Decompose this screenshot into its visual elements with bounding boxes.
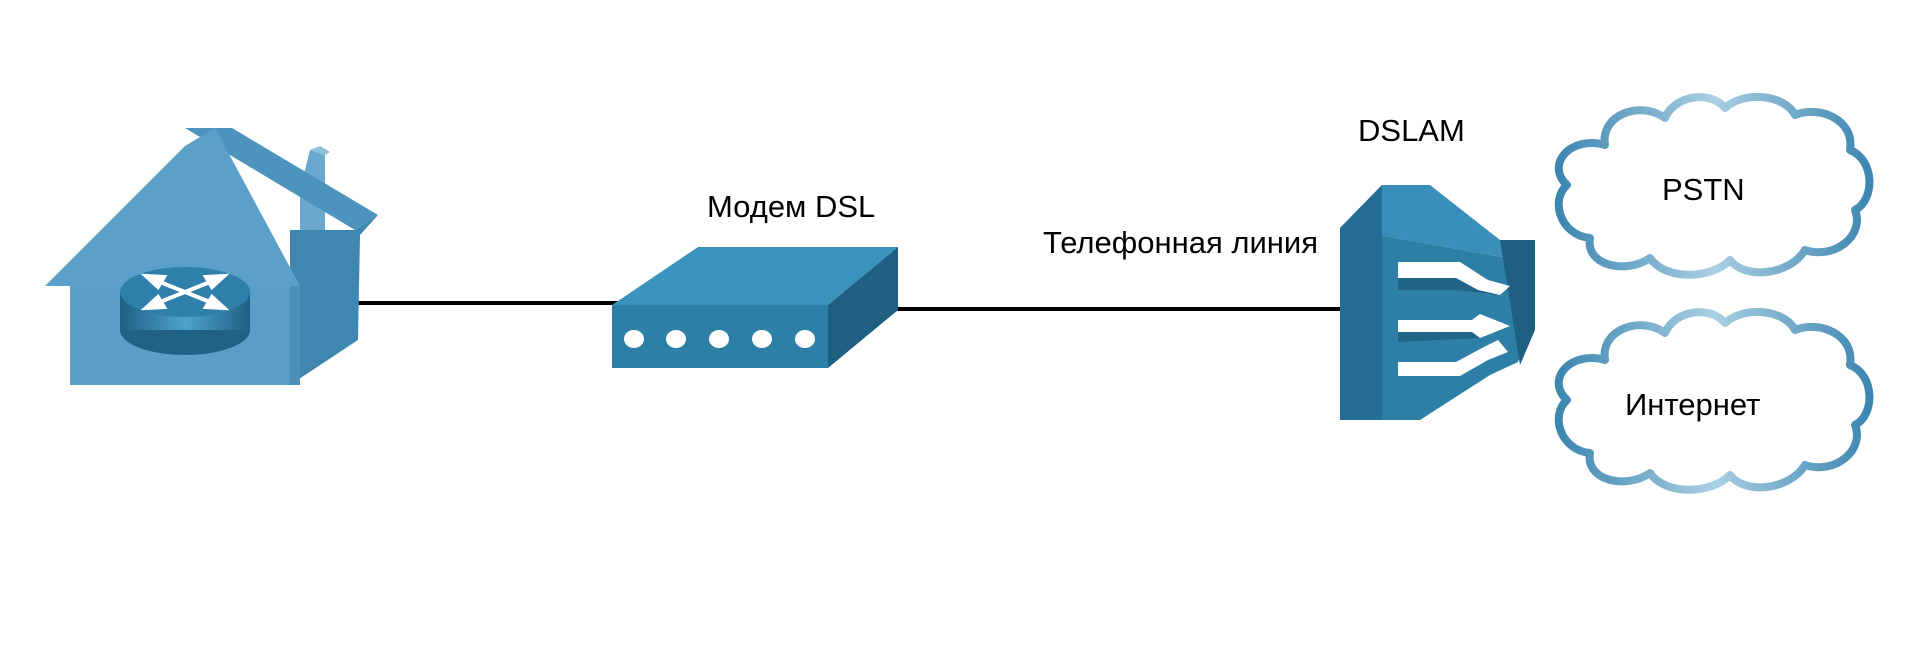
dslam-switch-icon	[1340, 185, 1535, 420]
pstn-label: PSTN	[1662, 172, 1745, 207]
dslam-label: DSLAM	[1358, 113, 1465, 148]
internet-label: Интернет	[1625, 387, 1760, 422]
dsl-modem-icon	[612, 247, 898, 368]
pstn-cloud-icon	[1554, 92, 1874, 279]
modem-label: Модем DSL	[707, 189, 875, 224]
phone-line-label: Телефонная линия	[1043, 225, 1318, 260]
house-with-router-icon	[45, 128, 378, 385]
modem-port-lights	[624, 330, 815, 348]
internet-cloud-icon	[1554, 307, 1874, 494]
